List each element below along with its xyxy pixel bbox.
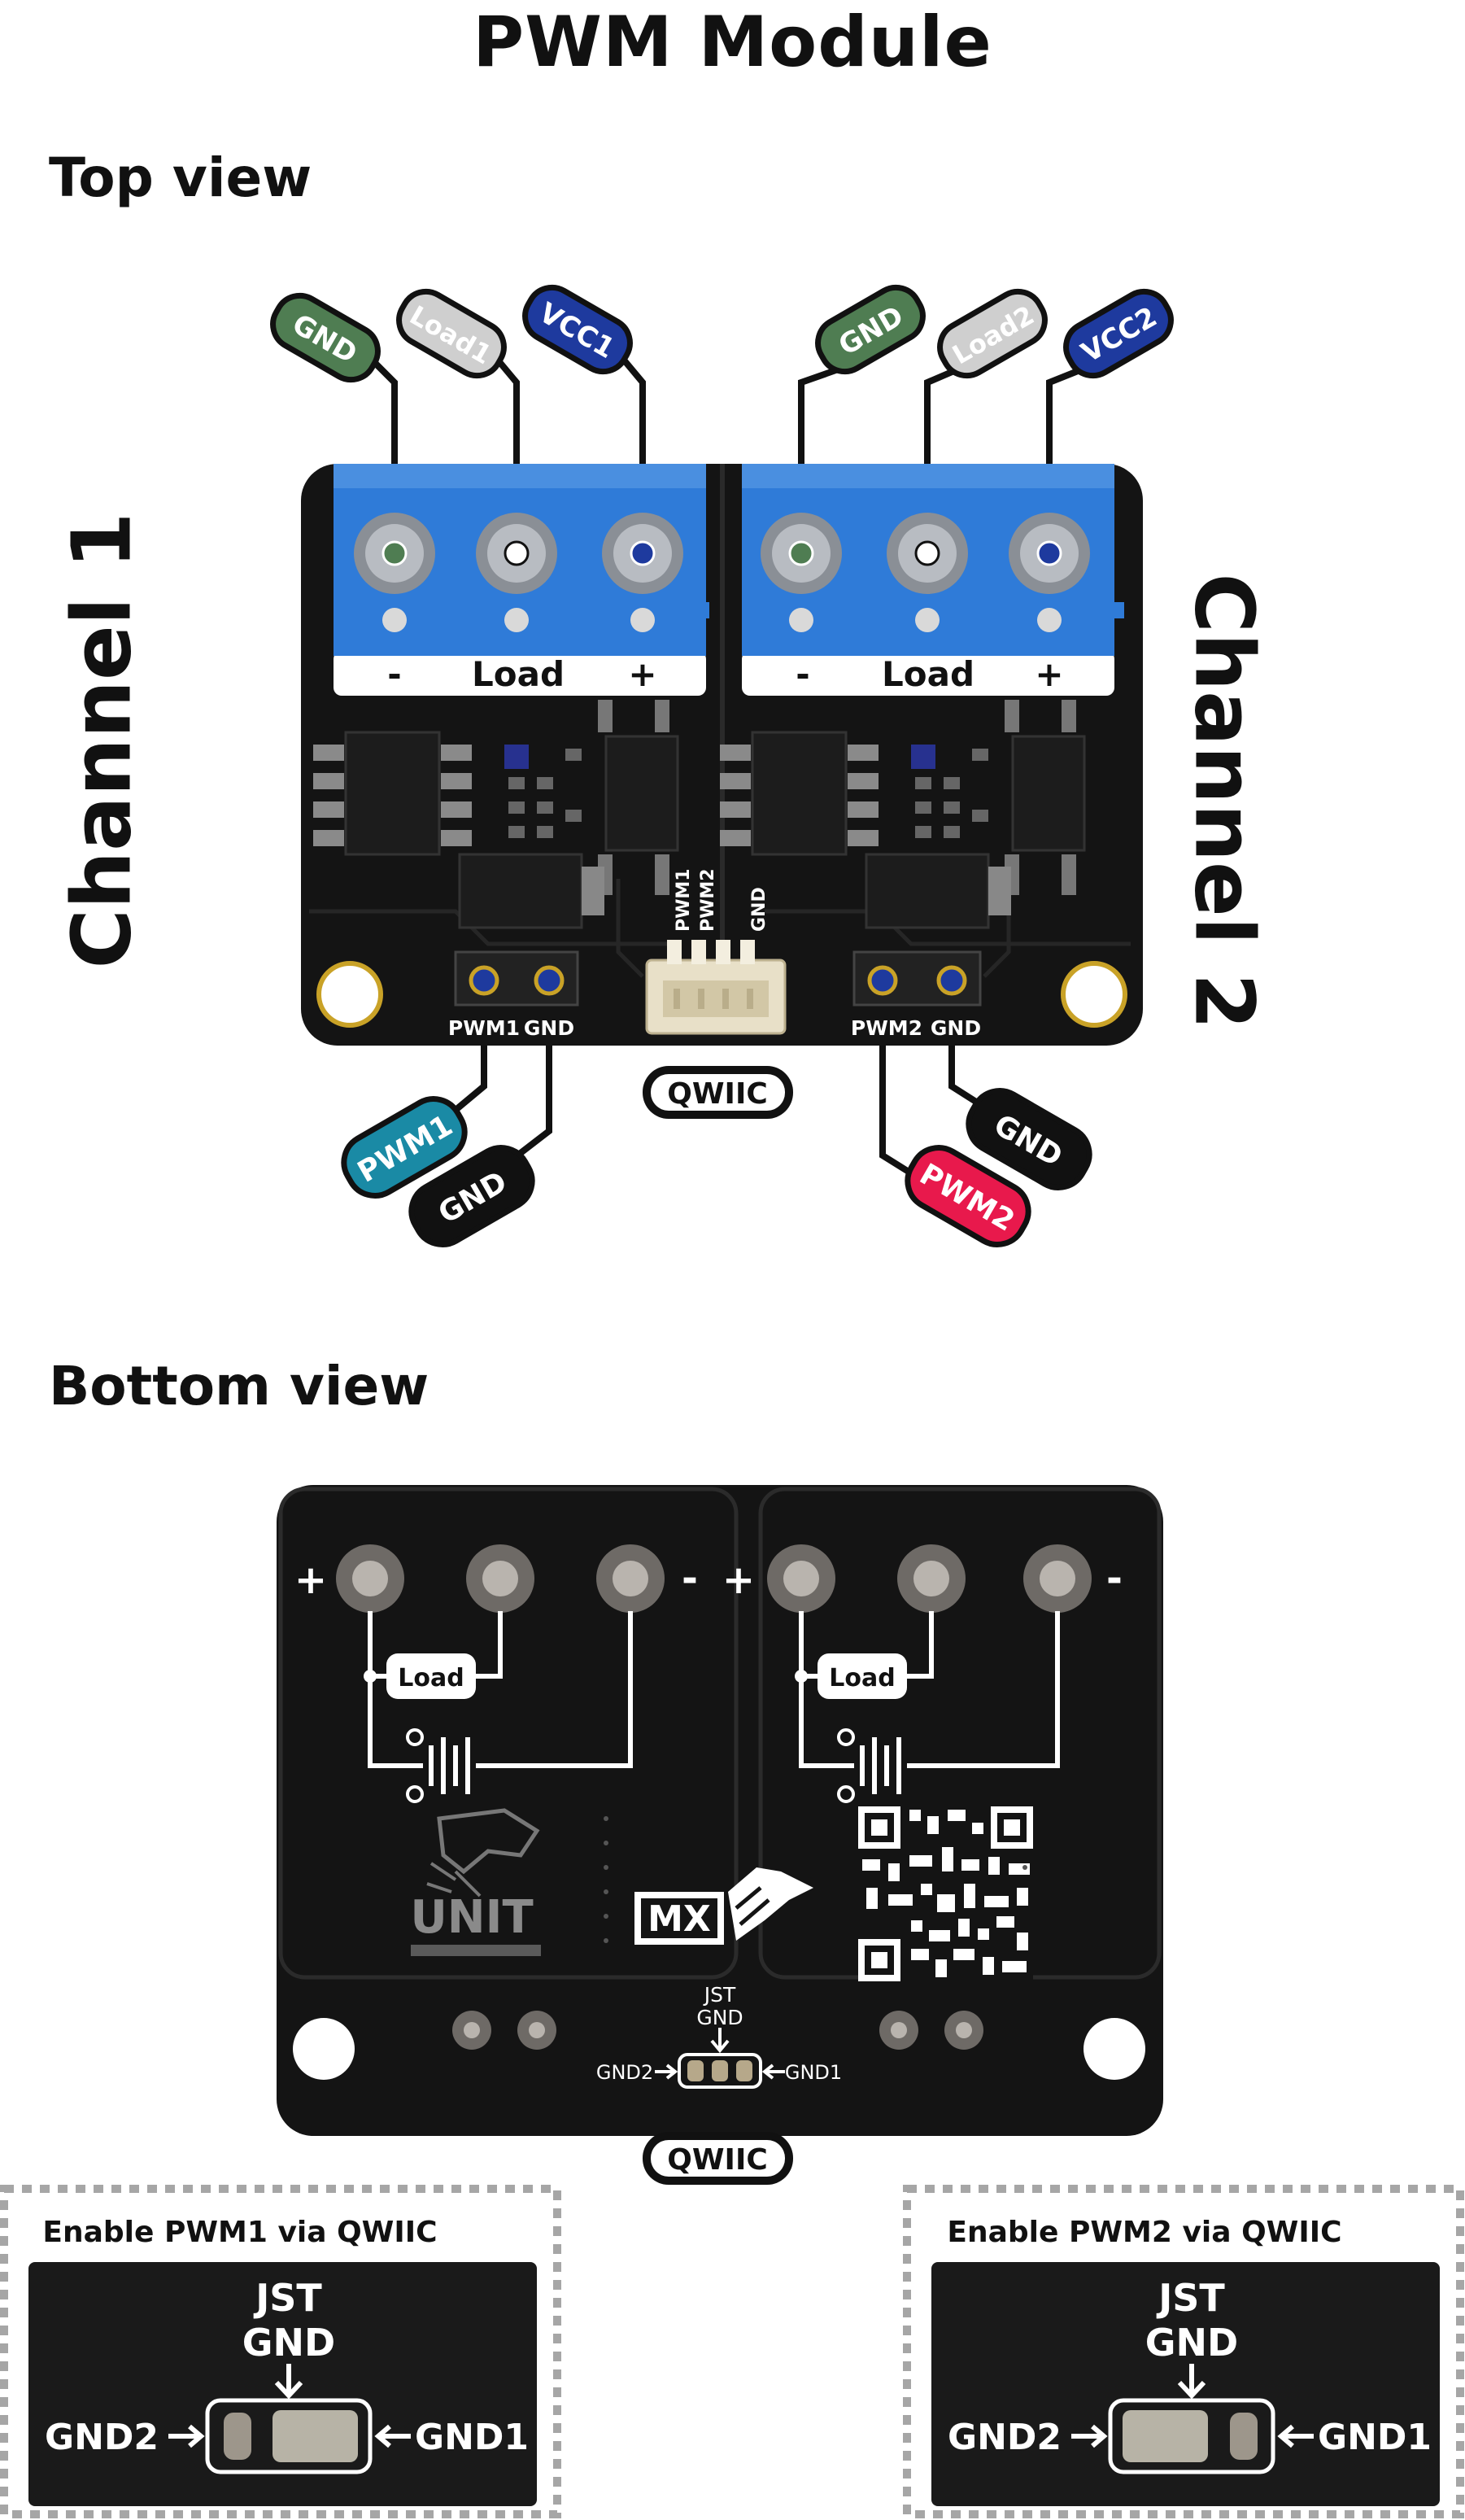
bottom-gnd2-label: GND2	[596, 2061, 653, 2084]
enable-pwm2-pad-right	[1230, 2413, 1258, 2460]
qwiic-logo-top: QWIIC	[643, 1066, 793, 1119]
enable-pwm2-left-label: GND2	[948, 2417, 1062, 2458]
svg-text:UNIT: UNIT	[410, 1891, 533, 1944]
enable-pwm1-left-label: GND2	[45, 2417, 159, 2458]
qwiic-pin-pwm2: PWM2	[698, 868, 718, 932]
bottom-view-heading: Bottom view	[49, 1355, 429, 1417]
enable-pwm1-bridge	[273, 2410, 358, 2462]
enable-pwm1-caption: Enable PWM1 via QWIIC	[42, 2216, 437, 2249]
load-label-right: Load	[829, 1664, 895, 1692]
enable-pwm1-right-label: GND1	[415, 2417, 529, 2458]
bottom-hole-left	[293, 2018, 355, 2080]
qwiic-pin-pwm1: PWM1	[674, 868, 694, 932]
silk-pwm2: PWM2	[851, 1016, 922, 1040]
svg-text:MX: MX	[647, 1898, 711, 1940]
terminal2-minus: -	[796, 654, 809, 694]
enable-pwm1-gnd: GND	[242, 2321, 335, 2365]
silk-gnd-a: GND	[524, 1016, 574, 1040]
terminal1-plus: +	[628, 654, 656, 694]
svg-text:QWIIC: QWIIC	[667, 1077, 768, 1111]
sign-plus-left: +	[294, 1557, 327, 1603]
mounting-hole-left	[319, 963, 381, 1025]
bottom-hole-right	[1083, 2018, 1145, 2080]
terminal2-load: Load	[882, 654, 974, 694]
terminal1-minus: -	[387, 654, 401, 694]
terminal2-plus: +	[1035, 654, 1063, 694]
terminal1-load: Load	[472, 654, 565, 694]
bottom-jst-line2: GND	[696, 2006, 743, 2029]
sign-minus-right: -	[1106, 1556, 1123, 1601]
sign-minus-left: -	[682, 1556, 698, 1601]
top-view-diagram: - Load + - Load +	[0, 0, 1465, 1302]
bottom-gnd1-label: GND1	[785, 2061, 842, 2084]
enable-pwm2-right-label: GND1	[1318, 2417, 1432, 2458]
enable-pwm2-bridge	[1123, 2410, 1208, 2462]
enable-pwm2-jst: JST	[1156, 2276, 1225, 2320]
svg-text:QWIIC: QWIIC	[667, 2143, 768, 2177]
enable-pwm1-jst: JST	[253, 2276, 322, 2320]
mounting-hole-right	[1063, 963, 1125, 1025]
enable-pwm2-caption: Enable PWM2 via QWIIC	[947, 2216, 1341, 2249]
top-tags: GND Load1 VCC1 GND Load2 VCC2	[264, 278, 1180, 388]
enable-pwm2-panel: Enable PWM2 via QWIIC JST GND GND2 GND1	[907, 2189, 1460, 2514]
enable-pwm2-gnd: GND	[1145, 2321, 1238, 2365]
silk-pwm1: PWM1	[448, 1016, 520, 1040]
bottom-view-diagram: + - + - Load Load UNIT MX	[0, 1448, 1465, 2181]
qr-code	[858, 1806, 1033, 1981]
pin-header-2	[854, 952, 980, 1005]
enable-pwm1-panel: Enable PWM1 via QWIIC JST GND GND2 GND1	[4, 2189, 557, 2514]
bottom-solder-jumper	[679, 2055, 761, 2087]
silk-gnd-b: GND	[931, 1016, 981, 1040]
qwiic-pin-gnd: GND	[749, 887, 770, 932]
bottom-jst-line1: JST	[703, 1983, 736, 2007]
enable-pwm1-pad-left	[224, 2413, 251, 2460]
load-label-left: Load	[398, 1664, 464, 1692]
pin-header-1	[456, 952, 578, 1005]
sign-plus-right: +	[722, 1557, 755, 1603]
enable-panels: Enable PWM1 via QWIIC JST GND GND2 GND1 …	[0, 2181, 1465, 2520]
